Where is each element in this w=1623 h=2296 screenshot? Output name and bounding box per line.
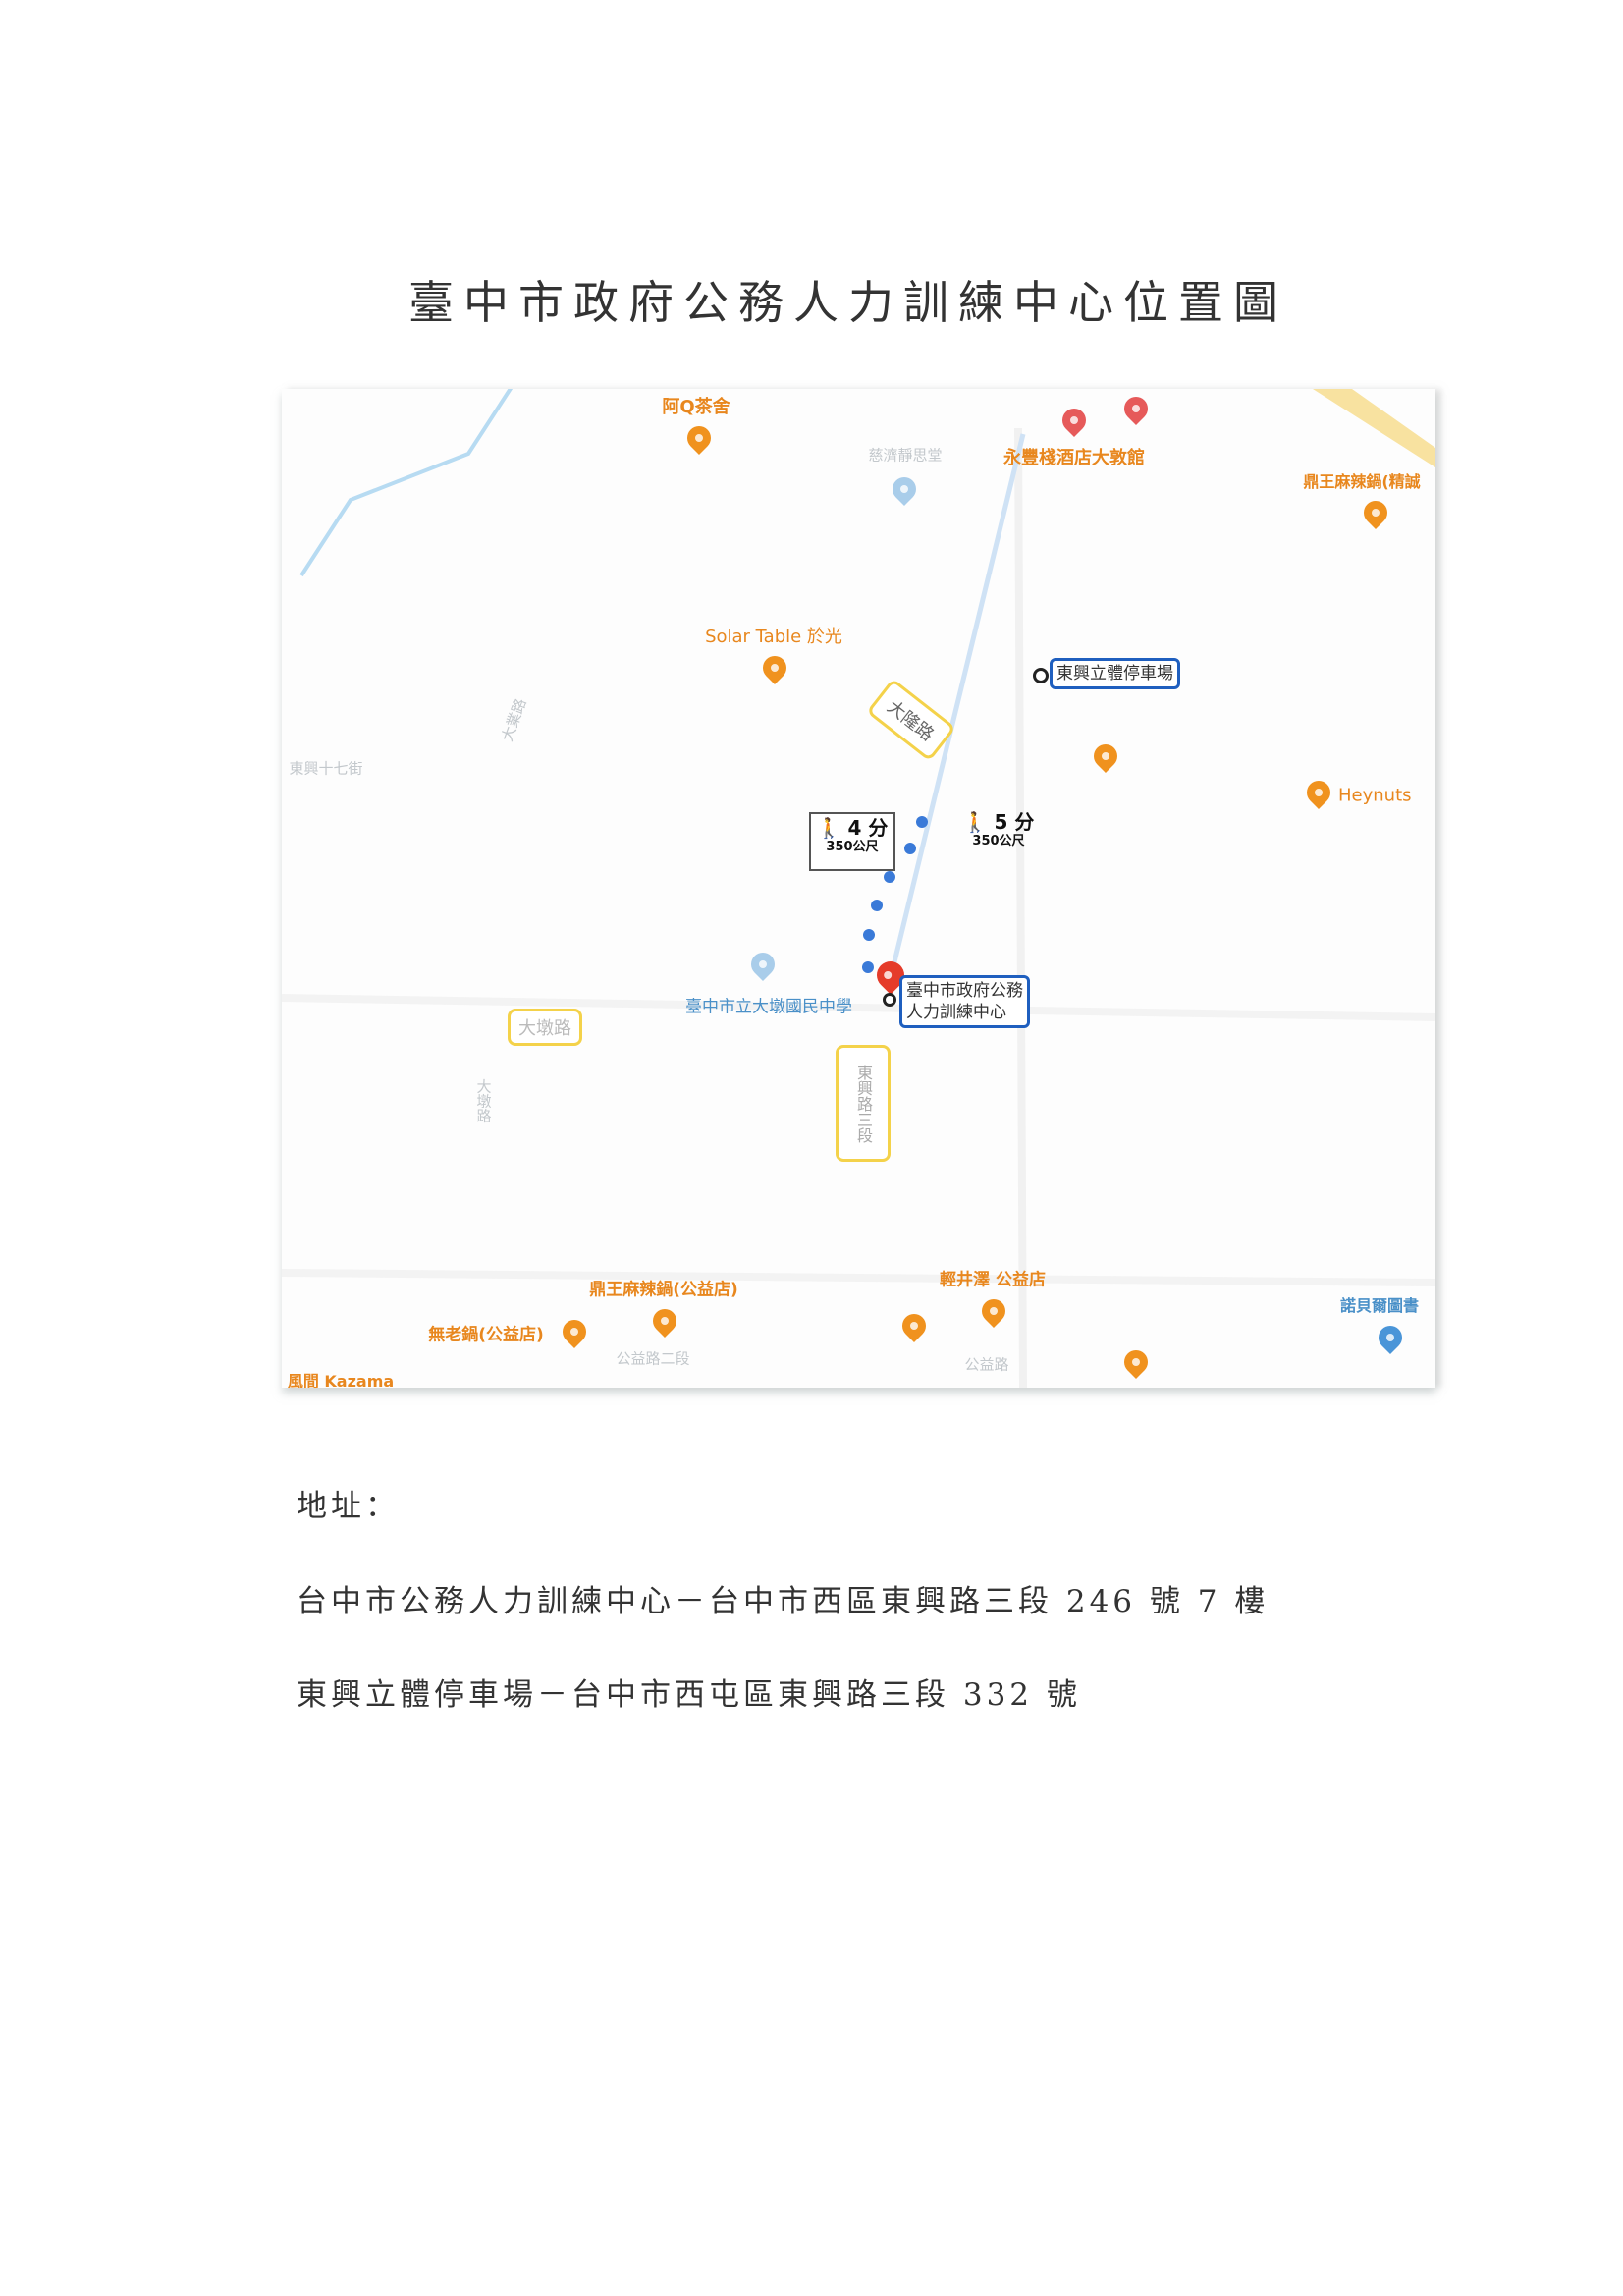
destination-callout[interactable]: 臺中市政府公務 人力訓練中心	[899, 975, 1030, 1028]
route-time-box-a[interactable]: 🚶 4 分 350公尺	[809, 812, 895, 871]
route-dot	[871, 900, 883, 911]
route-time-box-b[interactable]: 🚶 5 分 350公尺	[959, 812, 1038, 851]
walk-icon: 🚶	[962, 810, 988, 834]
route-dot	[916, 816, 928, 828]
route-dot	[884, 871, 895, 883]
road-label: 大墩路	[474, 1078, 493, 1123]
callout-line: 人力訓練中心	[906, 1003, 1006, 1022]
poi-label[interactable]: 阿Q茶舍	[662, 397, 730, 417]
route-dot	[863, 929, 875, 941]
page-title: 臺中市政府公務人力訓練中心位置圖	[408, 276, 1288, 329]
road-label-dadun: 大墩路	[508, 1009, 582, 1046]
route-distance: 350公尺	[826, 840, 879, 854]
walk-icon: 🚶	[816, 816, 841, 840]
address-heading: 地址：	[297, 1489, 400, 1524]
highway	[1313, 389, 1435, 467]
callout-line: 臺中市政府公務	[906, 981, 1023, 1001]
poi-label[interactable]: 風間 Kazama	[287, 1372, 395, 1388]
route-dot	[862, 961, 874, 973]
poi-label[interactable]: Solar Table 於光	[705, 627, 842, 647]
map-background	[282, 389, 1435, 1388]
route-distance: 350公尺	[972, 834, 1025, 848]
parking-marker-icon[interactable]	[1033, 668, 1049, 683]
road-label: 公益路二段	[616, 1349, 690, 1368]
poi-label[interactable]: 鼎王麻辣鍋(公益店)	[589, 1280, 738, 1300]
route-time: 5 分	[994, 810, 1035, 834]
location-map[interactable]: 阿Q茶舍 慈濟靜思堂 永豐棧酒店大敦館 鼎王麻辣鍋(精誠 Solar Table…	[282, 389, 1435, 1388]
road-dongxing	[888, 433, 1026, 979]
address-line-1: 台中市公務人力訓練中心－台中市西區東興路三段 246 號 7 樓	[297, 1584, 1270, 1619]
poi-label[interactable]: 永豐棧酒店大敦館	[1003, 448, 1145, 468]
parking-callout[interactable]: 東興立體停車場	[1050, 658, 1180, 689]
poi-label[interactable]: 鼎王麻辣鍋(精誠	[1303, 472, 1421, 491]
river	[299, 389, 514, 577]
address-line-2: 東興立體停車場－台中市西屯區東興路三段 332 號	[297, 1677, 1081, 1713]
poi-label[interactable]: 諾貝爾圖書	[1339, 1296, 1420, 1315]
road-label: 東興十七街	[289, 759, 363, 778]
road-label: 公益路	[964, 1355, 1009, 1374]
destination-marker-icon	[883, 993, 896, 1007]
poi-label[interactable]: 輕井澤 公益店	[940, 1270, 1046, 1290]
poi-label[interactable]: 慈濟靜思堂	[868, 446, 943, 465]
poi-label[interactable]: Heynuts	[1338, 785, 1412, 806]
poi-label[interactable]: 臺中市立大墩國民中學	[685, 997, 852, 1017]
route-time: 4 分	[847, 816, 889, 840]
poi-label[interactable]: 無老鍋(公益店)	[428, 1325, 544, 1345]
road-label-dongxing: 東興路三段	[836, 1045, 891, 1162]
route-dot	[904, 843, 916, 854]
